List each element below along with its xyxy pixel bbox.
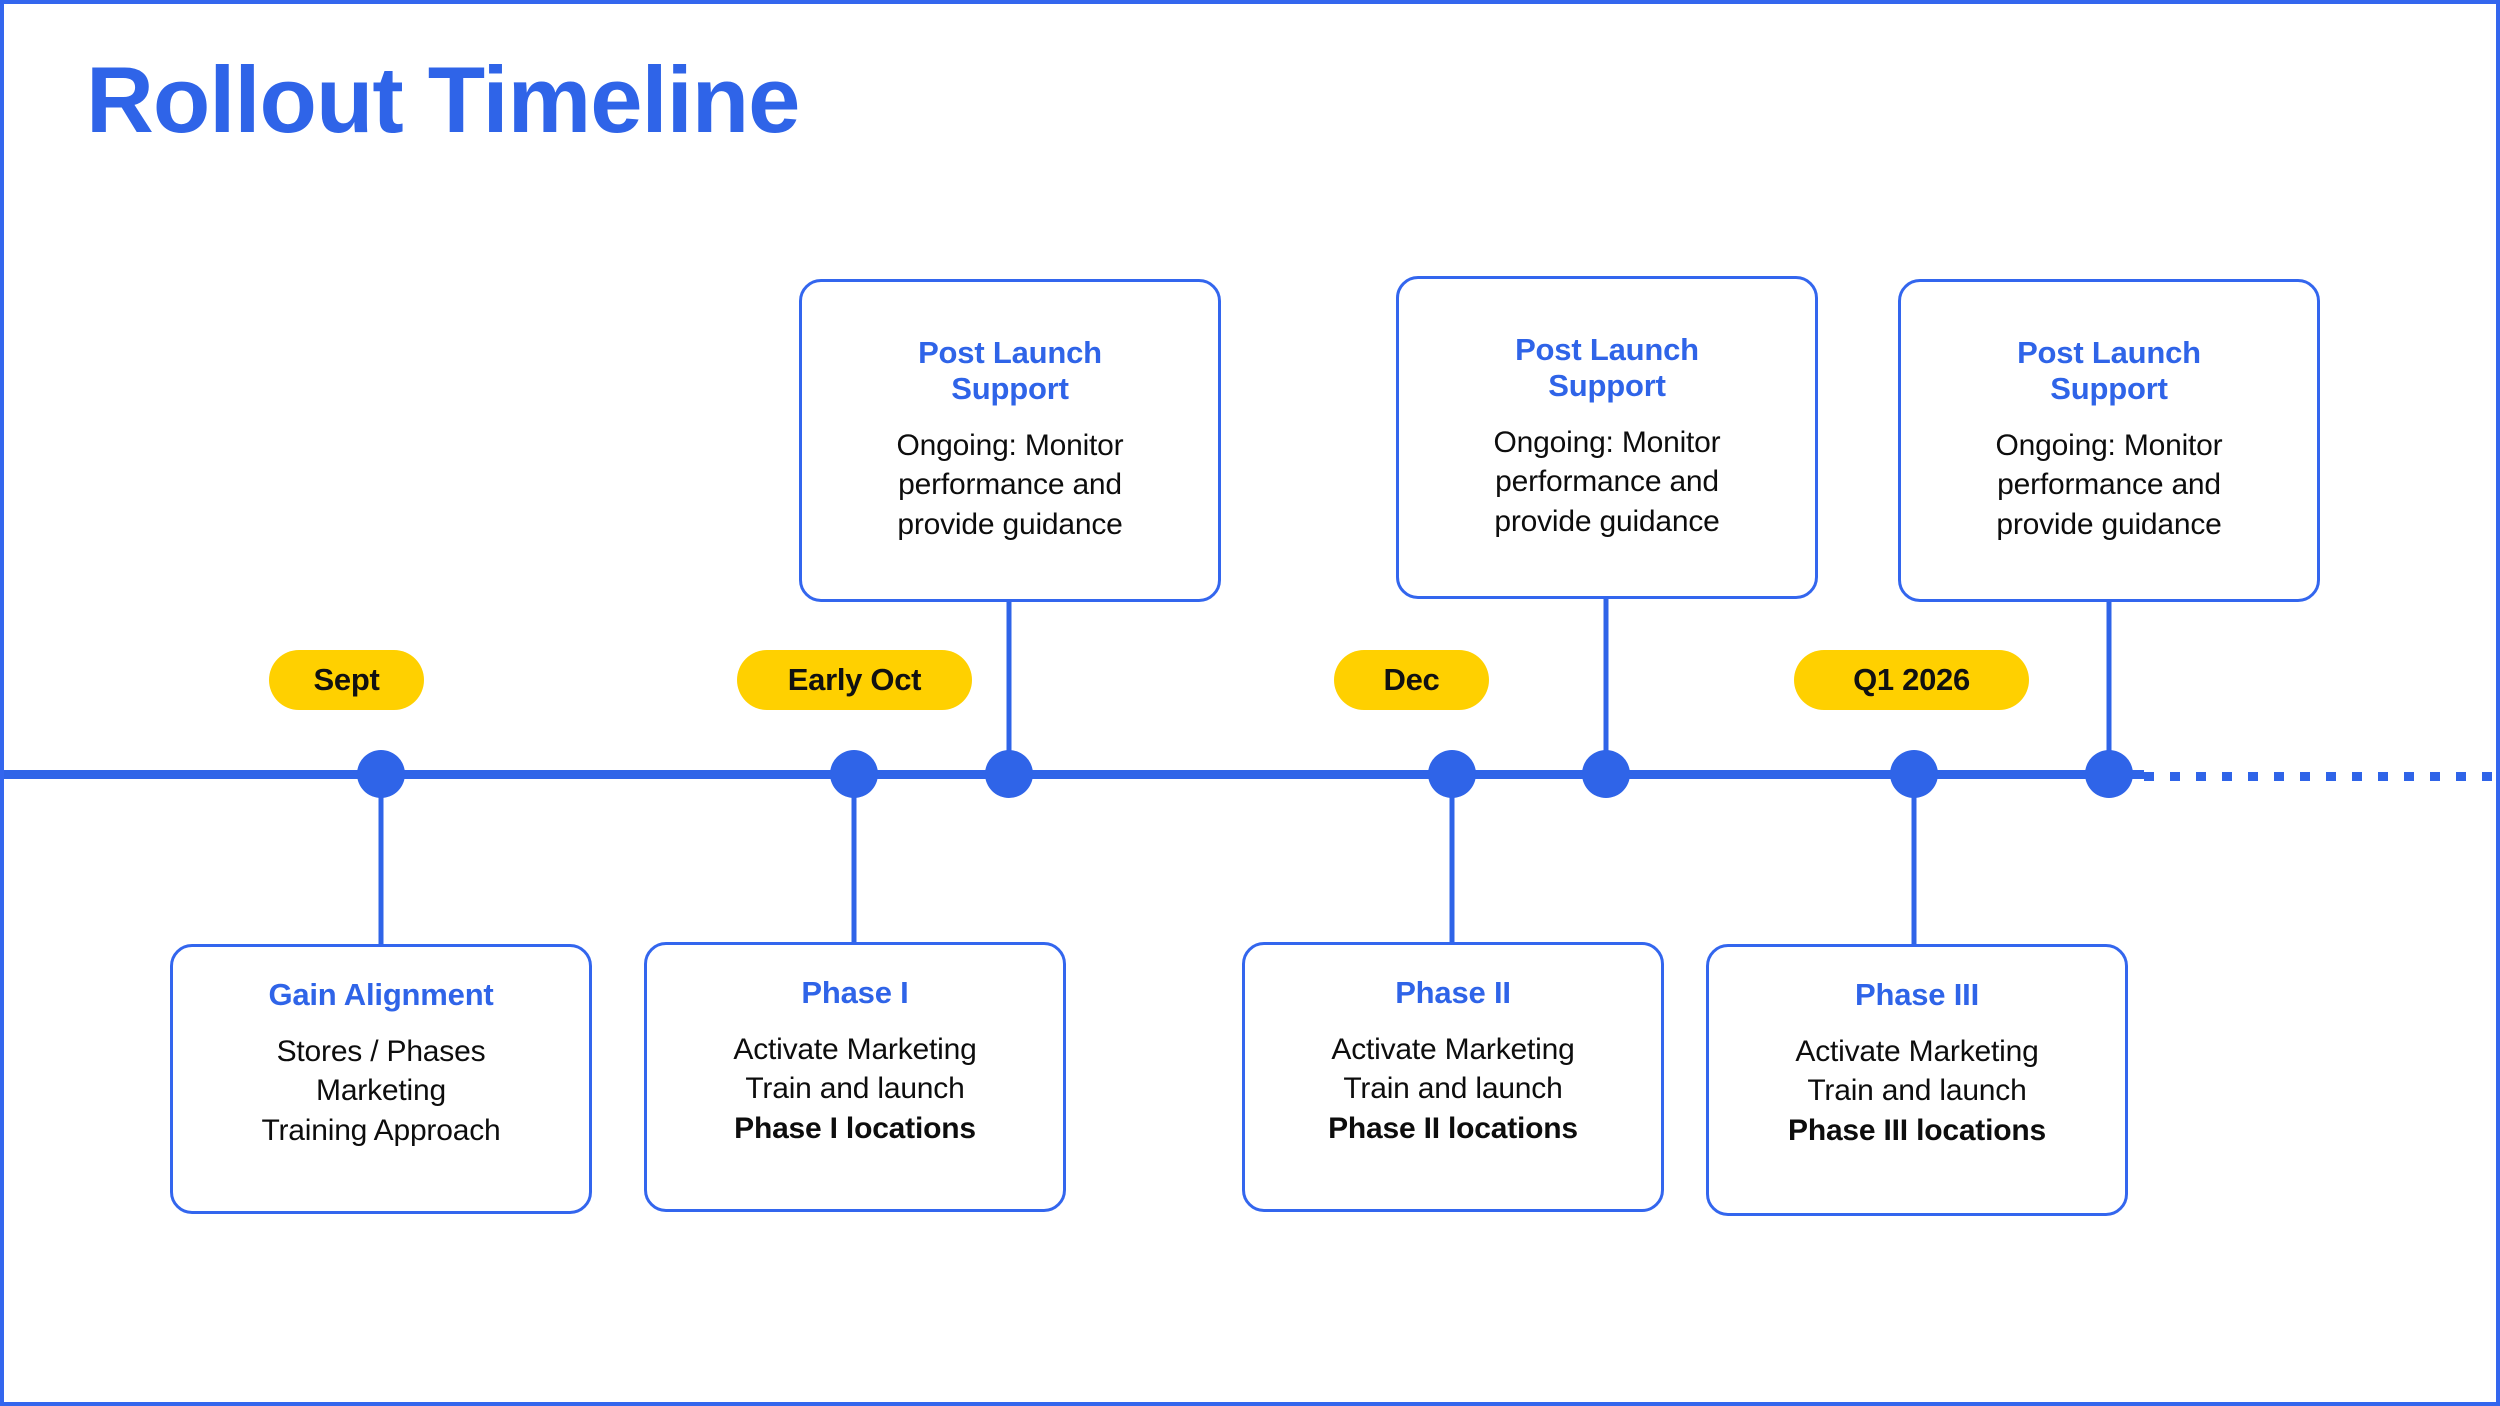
card-body-line3: Phase II locations (1328, 1111, 1578, 1145)
card-body-line2: performance and (898, 468, 1122, 502)
card-body-line3: Phase III locations (1788, 1113, 2046, 1147)
connector-stem-lower-3 (1449, 772, 1455, 944)
card-title: Post Launch Support (2017, 335, 2201, 408)
date-pill-sept[interactable]: Sept (269, 650, 424, 710)
timeline-node-q1-2026[interactable] (1890, 750, 1938, 798)
card-body: Stores / Phases Marketing Training Appro… (262, 1032, 501, 1151)
timeline-node-sept[interactable] (357, 750, 405, 798)
card-post-launch-support-3[interactable]: Post Launch Support Ongoing: Monitor per… (1898, 279, 2320, 602)
timeline-axis-dotted-continuation (2144, 772, 2496, 781)
connector-stem-upper-3 (2106, 602, 2112, 777)
card-gain-alignment[interactable]: Gain Alignment Stores / Phases Marketing… (170, 944, 592, 1214)
card-body-line1: Activate Marketing (1795, 1034, 2039, 1068)
card-body: Ongoing: Monitor performance and provide… (1996, 426, 2223, 545)
connector-stem-lower-1 (378, 772, 384, 944)
card-body-line2: Train and launch (745, 1072, 965, 1106)
card-body: Activate Marketing Train and launch Phas… (1328, 1030, 1578, 1149)
date-pill-dec[interactable]: Dec (1334, 650, 1489, 710)
card-body-line1: Activate Marketing (1331, 1032, 1575, 1066)
connector-stem-lower-4 (1911, 772, 1917, 944)
card-body: Ongoing: Monitor performance and provide… (897, 426, 1124, 545)
card-body-line3: provide guidance (1494, 504, 1720, 538)
timeline-axis-solid (4, 770, 2144, 779)
card-body-line3: provide guidance (1996, 507, 2222, 541)
card-body-line2: performance and (1495, 465, 1719, 499)
card-body-line2: Train and launch (1343, 1072, 1563, 1106)
card-phase-iii[interactable]: Phase III Activate Marketing Train and l… (1706, 944, 2128, 1216)
card-post-launch-support-2[interactable]: Post Launch Support Ongoing: Monitor per… (1396, 276, 1818, 599)
card-body-line1: Ongoing: Monitor (896, 428, 1124, 462)
date-pill-label: Dec (1383, 662, 1440, 697)
timeline-node-early-oct[interactable] (830, 750, 878, 798)
card-title: Post Launch Support (1515, 332, 1699, 405)
timeline-node-post-launch-2[interactable] (1582, 750, 1630, 798)
connector-stem-upper-2 (1603, 599, 1609, 777)
card-body-line2: performance and (1997, 468, 2221, 502)
timeline-node-dec[interactable] (1428, 750, 1476, 798)
page-title: Rollout Timeline (86, 47, 800, 152)
card-phase-i[interactable]: Phase I Activate Marketing Train and lau… (644, 942, 1066, 1212)
card-post-launch-support-1[interactable]: Post Launch Support Ongoing: Monitor per… (799, 279, 1221, 602)
card-title: Gain Alignment (268, 977, 494, 1012)
card-body-line3: provide guidance (897, 507, 1123, 541)
date-pill-q1-2026[interactable]: Q1 2026 (1794, 650, 2029, 710)
card-body: Activate Marketing Train and launch Phas… (1788, 1032, 2046, 1151)
date-pill-label: Q1 2026 (1853, 662, 1970, 697)
card-body-line1: Ongoing: Monitor (1493, 425, 1721, 459)
card-title-line1: Post Launch (918, 334, 1102, 370)
card-body-line1: Activate Marketing (733, 1032, 977, 1066)
card-title-line1: Post Launch (1515, 331, 1699, 367)
connector-stem-upper-1 (1006, 602, 1012, 777)
date-pill-label: Early Oct (787, 662, 922, 697)
card-body-line3: Training Approach (261, 1113, 501, 1147)
card-body: Ongoing: Monitor performance and provide… (1494, 423, 1721, 542)
card-title: Phase III (1855, 977, 1979, 1012)
card-body: Activate Marketing Train and launch Phas… (733, 1030, 976, 1149)
card-title: Post Launch Support (918, 335, 1102, 408)
card-title-line2: Support (951, 371, 1069, 407)
card-title: Phase I (801, 975, 909, 1010)
card-title: Phase II (1395, 975, 1511, 1010)
card-title-line2: Support (2050, 371, 2168, 407)
card-body-line3: Phase I locations (734, 1111, 976, 1145)
card-body-line2: Marketing (316, 1074, 446, 1108)
card-body-line1: Stores / Phases (276, 1034, 486, 1068)
card-phase-ii[interactable]: Phase II Activate Marketing Train and la… (1242, 942, 1664, 1212)
card-body-line1: Ongoing: Monitor (1995, 428, 2223, 462)
card-title-line1: Post Launch (2017, 334, 2201, 370)
timeline-node-post-launch-3[interactable] (2085, 750, 2133, 798)
date-pill-early-oct[interactable]: Early Oct (737, 650, 972, 710)
connector-stem-lower-2 (851, 772, 857, 944)
card-body-line2: Train and launch (1807, 1074, 2027, 1108)
date-pill-label: Sept (313, 662, 380, 697)
card-title-line2: Support (1548, 368, 1666, 404)
timeline-node-post-launch-1[interactable] (985, 750, 1033, 798)
